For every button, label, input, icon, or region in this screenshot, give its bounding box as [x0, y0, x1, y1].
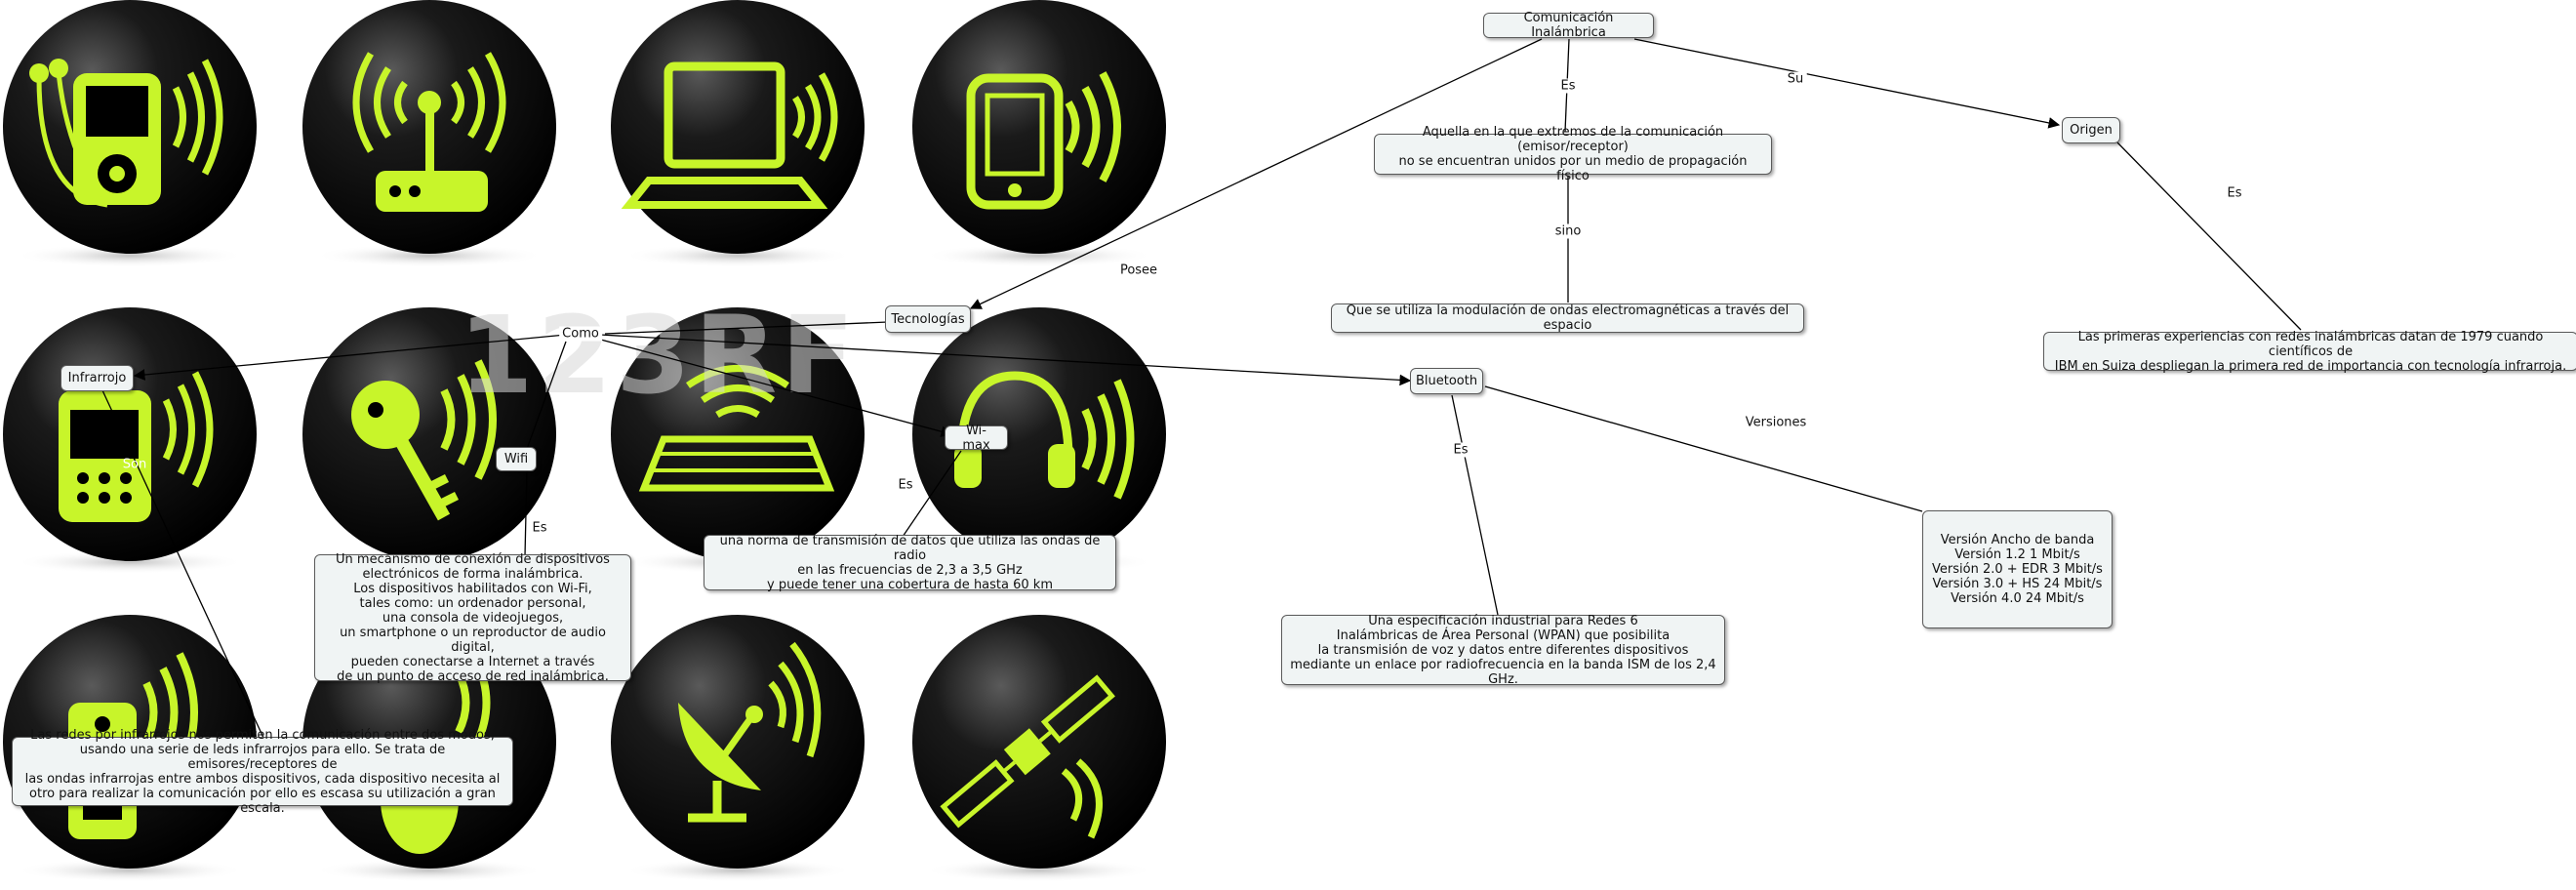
line-bt-btdef	[1451, 394, 1499, 616]
line-origen-primeras	[2116, 142, 2302, 331]
laptop-wireless-icon	[611, 0, 865, 267]
link-label-sino: sino	[1551, 223, 1585, 239]
link-label-son: Son	[122, 457, 147, 472]
node-comunicacion-inalambrica[interactable]: Comunicación Inalámbrica	[1483, 11, 1654, 40]
link-label-como: Como	[559, 326, 602, 342]
link-label-posee: Posee	[1116, 263, 1161, 278]
line-tec-como	[604, 321, 889, 335]
mp3-player-wireless-icon	[3, 0, 257, 267]
link-label-es-wifi: Es	[529, 520, 550, 536]
satellite-icon	[912, 615, 1166, 882]
node-versiones-tabla[interactable]: Versión Ancho de banda Versión 1.2 1 Mbi…	[1922, 510, 2113, 628]
line-como-bluetooth	[599, 334, 1412, 386]
node-wifi-definicion[interactable]: Un mecanismo de conexión de dispositivos…	[314, 552, 631, 684]
tablet-wireless-icon	[912, 0, 1166, 267]
link-label-versiones: Versiones	[1742, 415, 1810, 430]
wireless-router-icon	[302, 0, 556, 267]
line-infrarrojo-irdef	[101, 389, 264, 739]
link-label-es: Es	[1557, 78, 1579, 94]
link-label-es-bluetooth: Es	[1450, 442, 1471, 458]
node-bluetooth-definicion[interactable]: Una especificación industrial para Redes…	[1281, 614, 1725, 687]
link-label-su: Su	[1784, 71, 1807, 87]
line-bt-versiones	[1484, 385, 1923, 512]
link-label-es-origen: Es	[2224, 185, 2245, 201]
line-wifi-wifidef	[524, 467, 528, 557]
node-wimax-definicion[interactable]: una norma de transmisión de datos que ut…	[704, 534, 1116, 592]
node-origen[interactable]: Origen	[2062, 117, 2120, 143]
node-infrarrojo-definicion[interactable]: Las redes por infrarrojos nos permiten l…	[12, 728, 513, 816]
line-como-wimax	[596, 338, 953, 437]
link-label-es-wimax: Es	[895, 477, 916, 493]
node-primeras-experiencias[interactable]: Las primeras experiencias con redes inal…	[2043, 330, 2576, 374]
node-infrarrojo[interactable]: Infrarrojo	[60, 365, 134, 391]
line-com-origen	[1633, 38, 2061, 129]
node-definicion[interactable]: Aquella en la que extremos de la comunic…	[1374, 125, 1772, 183]
line-wimax-wimaxdef	[902, 450, 962, 538]
satellite-dish-icon	[611, 615, 865, 882]
line-como-infrarrojo	[133, 334, 567, 381]
node-modulacion[interactable]: Que se utiliza la modulación de ondas el…	[1331, 303, 1804, 333]
node-wifi[interactable]: Wifi	[496, 447, 537, 471]
node-tecnologias[interactable]: Tecnologías	[885, 305, 971, 333]
node-bluetooth[interactable]: Bluetooth	[1410, 368, 1483, 394]
line-com-tecnologias	[969, 38, 1543, 309]
node-wimax[interactable]: Wi-max	[945, 424, 1008, 453]
line-como-wifi	[526, 341, 567, 450]
